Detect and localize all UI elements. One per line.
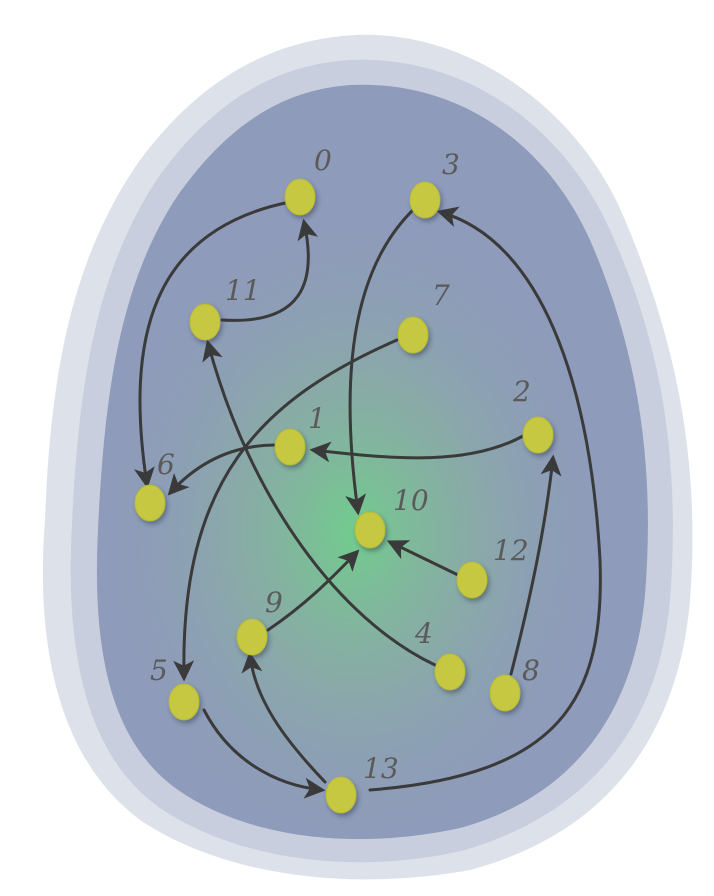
edge-1-to-6 (167, 443, 278, 496)
node-label-9: 9 (265, 586, 283, 619)
edge-3-to-10 (345, 206, 417, 516)
node-1 (274, 428, 306, 466)
edge-5-to-13 (202, 708, 326, 799)
node-5 (168, 683, 200, 721)
edge-7-to-5 (173, 338, 399, 682)
node-label-13: 13 (363, 752, 399, 785)
node-label-7: 7 (432, 279, 450, 312)
node-12 (456, 561, 488, 599)
node-9 (236, 618, 268, 656)
node-6 (134, 484, 166, 522)
node-label-10: 10 (393, 484, 429, 517)
node-13 (325, 776, 357, 814)
node-label-8: 8 (522, 654, 540, 687)
node-label-6: 6 (157, 448, 175, 481)
edge-8-to-2 (509, 454, 562, 676)
edge-2-to-1 (309, 434, 525, 463)
node-label-1: 1 (308, 402, 326, 435)
nodes (134, 178, 554, 814)
edge-13-to-3 (368, 206, 602, 792)
node-4 (434, 653, 466, 691)
edge-4-to-11 (202, 339, 437, 667)
node-10 (354, 511, 386, 549)
edge-9-to-10 (266, 549, 360, 632)
node-label-5: 5 (150, 654, 168, 687)
edge-11-to-0 (220, 218, 319, 322)
node-label-0: 0 (314, 144, 332, 177)
node-7 (397, 316, 429, 354)
edge-0-to-6 (133, 200, 292, 489)
node-label-3: 3 (442, 148, 460, 181)
node-label-11: 11 (225, 274, 261, 307)
edge-12-to-10 (386, 540, 460, 577)
node-0 (284, 178, 316, 216)
node-labels: 0 3 11 7 2 1 6 10 12 9 4 8 5 13 (150, 144, 540, 785)
node-2 (522, 416, 554, 454)
edge-13-to-9 (241, 651, 327, 784)
node-label-2: 2 (512, 375, 531, 408)
node-11 (189, 303, 221, 341)
node-8 (489, 674, 521, 712)
edges (133, 200, 602, 799)
node-label-4: 4 (414, 617, 433, 650)
node-label-12: 12 (493, 534, 529, 567)
node-3 (409, 181, 441, 219)
